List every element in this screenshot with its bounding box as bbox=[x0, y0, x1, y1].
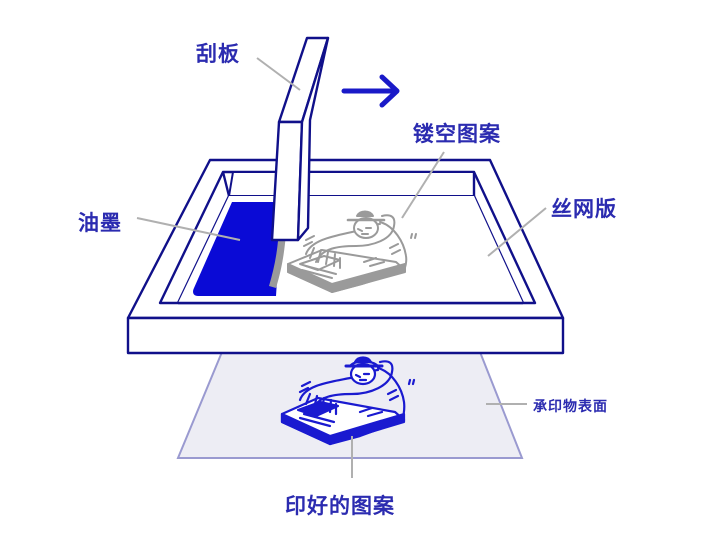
label-stencil-pattern: 镂空图案 bbox=[413, 122, 501, 146]
squeegee bbox=[269, 36, 330, 288]
label-squeegee: 刮板 bbox=[196, 42, 240, 66]
label-substrate-surface: 承印物表面 bbox=[533, 399, 608, 415]
leader-lines bbox=[136, 57, 547, 478]
arrow-right-icon bbox=[341, 74, 400, 108]
label-screen: 丝网版 bbox=[551, 197, 617, 221]
ink-area bbox=[193, 202, 282, 296]
leader-screen bbox=[487, 207, 547, 257]
leader-ink bbox=[136, 217, 241, 241]
leader-stencil bbox=[401, 151, 445, 219]
leader-squeegee bbox=[256, 57, 301, 91]
label-ink: 油墨 bbox=[78, 211, 122, 235]
stencil-pattern-figure bbox=[287, 210, 417, 293]
printed-pattern-figure bbox=[280, 356, 416, 446]
label-printed-pattern: 印好的图案 bbox=[285, 494, 395, 518]
